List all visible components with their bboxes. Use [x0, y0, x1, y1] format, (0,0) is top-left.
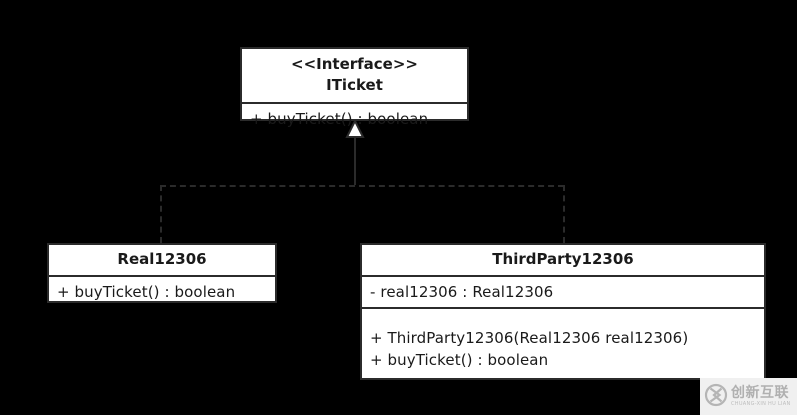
uml-method-item: + buyTicket() : boolean: [250, 110, 429, 128]
realization-riser-line: [354, 136, 356, 185]
uml-class-header-thirdparty12306: ThirdParty12306: [362, 245, 764, 275]
uml-methods-iticket: + buyTicket() : boolean: [242, 102, 467, 134]
uml-class-real12306[interactable]: Real12306 + buyTicket() : boolean: [47, 243, 277, 303]
uml-class-thirdparty12306[interactable]: ThirdParty12306 - real12306 : Real12306 …: [360, 243, 766, 380]
realization-branch-thirdparty12306: [563, 185, 565, 243]
watermark-logo-icon: [704, 383, 728, 411]
uml-class-name-real12306: Real12306: [117, 250, 207, 268]
uml-class-name-iticket: ITicket: [326, 76, 383, 94]
watermark-pinyin-text: CHUANG-XIN HU LIAN: [731, 401, 791, 407]
uml-attributes-thirdparty12306: - real12306 : Real12306: [362, 275, 764, 307]
uml-methods-thirdparty12306: + ThirdParty12306(Real12306 real12306) +…: [362, 307, 764, 381]
uml-class-header-real12306: Real12306: [49, 245, 275, 275]
realization-branch-real12306: [160, 185, 162, 243]
uml-method-item: + buyTicket() : boolean: [57, 283, 236, 301]
uml-method-item: + buyTicket() : boolean: [370, 351, 549, 369]
realization-horizontal-bus: [160, 185, 564, 187]
watermark: 创新互联 CHUANG-XIN HU LIAN: [700, 378, 797, 415]
uml-method-item: + ThirdParty12306(Real12306 real12306): [370, 329, 689, 347]
hollow-triangle-icon: [345, 118, 365, 138]
uml-stereotype-interface: <<Interface>>: [291, 55, 418, 73]
uml-class-header-iticket: <<Interface>> ITicket: [242, 49, 467, 102]
realization-arrowhead-hollow-triangle: [344, 118, 366, 138]
uml-class-iticket[interactable]: <<Interface>> ITicket + buyTicket() : bo…: [240, 47, 469, 128]
uml-class-name-thirdparty12306: ThirdParty12306: [492, 250, 634, 268]
uml-attribute-item: - real12306 : Real12306: [370, 283, 554, 301]
watermark-text: 创新互联 CHUANG-XIN HU LIAN: [731, 386, 791, 407]
watermark-chinese-text: 创新互联: [731, 385, 789, 401]
uml-methods-real12306: + buyTicket() : boolean: [49, 275, 275, 307]
